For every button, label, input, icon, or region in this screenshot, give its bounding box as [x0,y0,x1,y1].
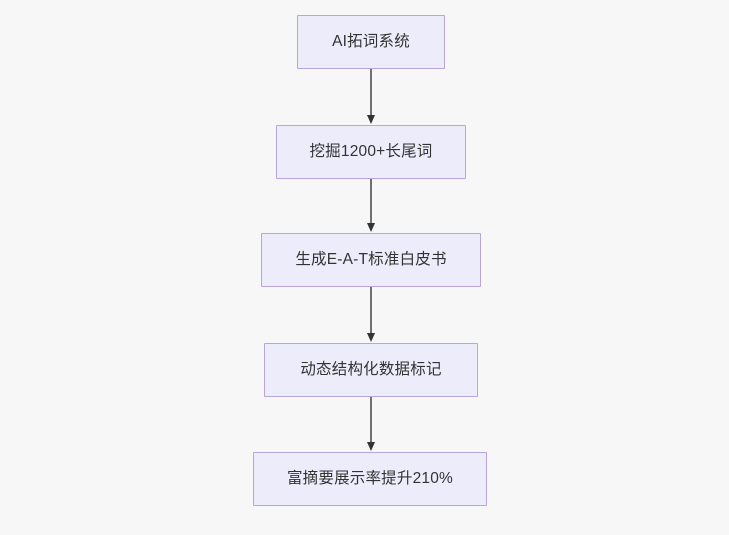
flow-node-label: AI拓词系统 [332,32,410,50]
flow-node-dynamic-structured-data-markup[interactable]: 动态结构化数据标记 [264,343,478,397]
flow-node-label: 富摘要展示率提升210% [286,469,454,487]
flow-node-generate-eat-whitepaper[interactable]: 生成E-A-T标准白皮书 [261,233,481,287]
flow-node-label: 动态结构化数据标记 [300,360,442,378]
flow-node-rich-snippet-impression-lift[interactable]: 富摘要展示率提升210% [253,452,487,506]
flow-node-mine-longtail-keywords[interactable]: 挖掘1200+长尾词 [276,125,466,179]
flow-node-label: 生成E-A-T标准白皮书 [295,250,447,268]
flow-node-ai-keyword-system[interactable]: AI拓词系统 [297,15,445,69]
flow-node-label: 挖掘1200+长尾词 [309,142,433,160]
